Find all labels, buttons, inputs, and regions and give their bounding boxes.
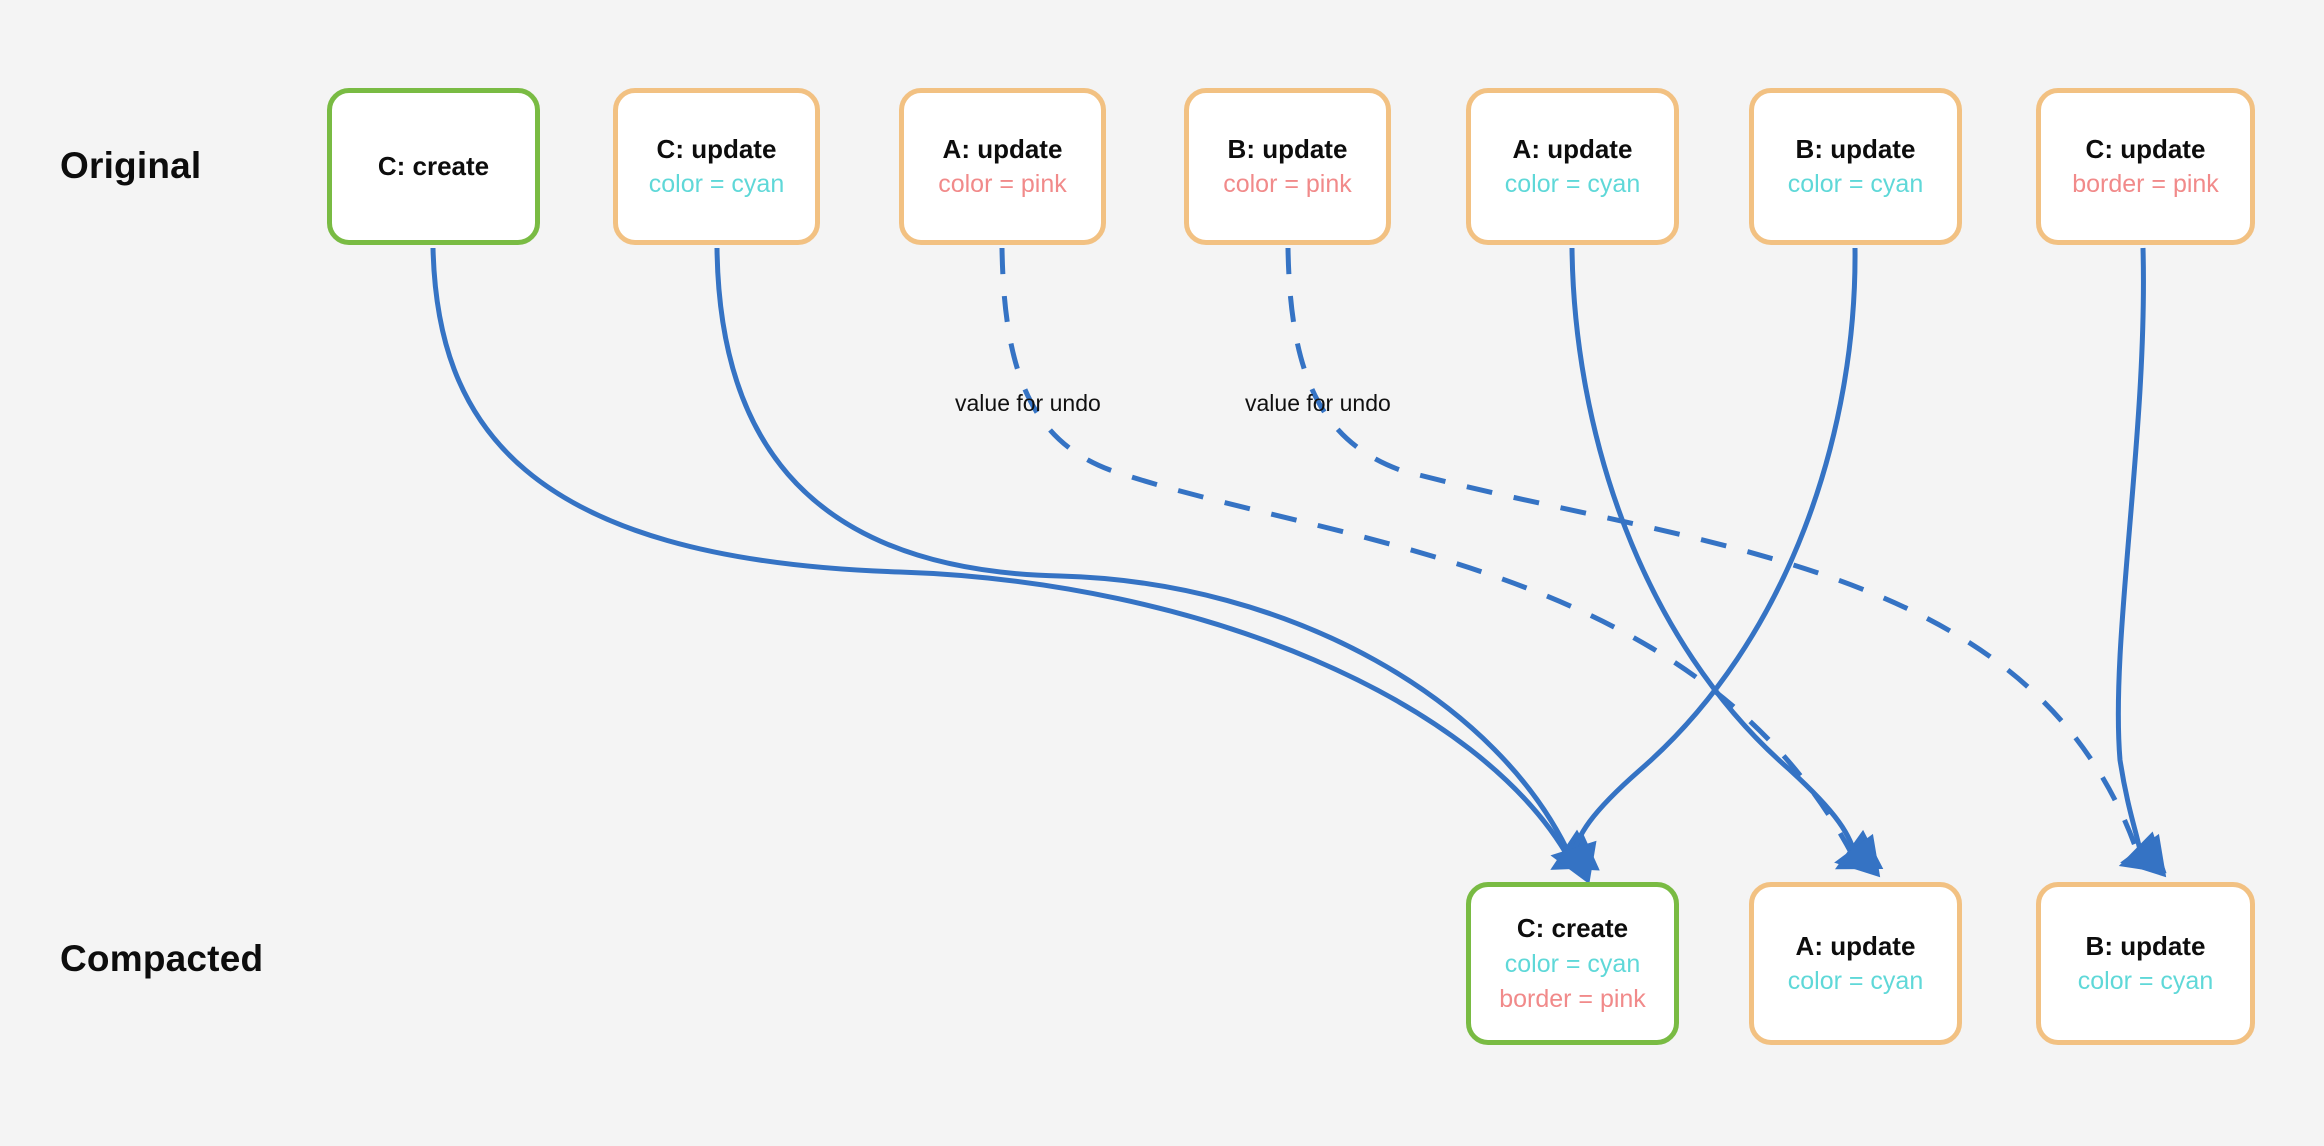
node-attribute-cyan: color = cyan bbox=[1504, 170, 1641, 199]
node-attribute-cyan: color = cyan bbox=[2077, 967, 2214, 996]
node-title: B: update bbox=[2085, 930, 2206, 961]
edge-label-value-for-undo: value for undo bbox=[1245, 390, 1391, 416]
edge-o1-to-c1 bbox=[430, 247, 1599, 870]
node-title: C: update bbox=[2085, 133, 2206, 164]
node-title: A: update bbox=[1512, 133, 1633, 164]
compacted-node-c2[interactable]: A: update color = cyan bbox=[1749, 882, 1962, 1045]
edge-o7-to-c3 bbox=[2115, 247, 2167, 878]
node-title: C: update bbox=[656, 133, 777, 164]
edge-o5-to-c2 bbox=[1569, 247, 1881, 878]
node-attribute-cyan: color = cyan bbox=[1787, 967, 1924, 996]
compacted-node-c1[interactable]: C: create color = cyan border = pink bbox=[1466, 882, 1679, 1045]
node-attribute-cyan: color = cyan bbox=[648, 170, 785, 199]
node-attribute-cyan: color = cyan bbox=[1787, 170, 1924, 199]
original-node-o3[interactable]: A: update color = pink bbox=[899, 88, 1106, 245]
node-title: A: update bbox=[1795, 930, 1916, 961]
original-node-o2[interactable]: C: update color = cyan bbox=[613, 88, 820, 245]
original-node-o1[interactable]: C: create bbox=[327, 88, 540, 245]
node-attribute-pink: color = pink bbox=[938, 170, 1067, 199]
original-node-o4[interactable]: B: update color = pink bbox=[1184, 88, 1391, 245]
original-node-o6[interactable]: B: update color = cyan bbox=[1749, 88, 1962, 245]
node-title: B: update bbox=[1795, 133, 1916, 164]
row-label-original: Original bbox=[60, 145, 202, 186]
edge-o4-to-c3 bbox=[1285, 247, 2167, 874]
compacted-node-c3[interactable]: B: update color = cyan bbox=[2036, 882, 2255, 1045]
row-label-compacted: Compacted bbox=[60, 938, 264, 979]
edge-label-value-for-undo: value for undo bbox=[955, 390, 1101, 416]
edge-o6-to-c1 bbox=[1550, 247, 1858, 885]
node-attribute-pink: color = pink bbox=[1223, 170, 1352, 199]
node-attribute-pink: border = pink bbox=[2072, 170, 2219, 199]
edge-o2-to-c1 bbox=[714, 247, 1600, 871]
node-attribute-cyan: color = cyan bbox=[1504, 949, 1641, 978]
original-node-o7[interactable]: C: update border = pink bbox=[2036, 88, 2255, 245]
node-title: B: update bbox=[1227, 133, 1348, 164]
edge-o3-to-c2 bbox=[999, 247, 1884, 870]
node-attribute-pink: border = pink bbox=[1499, 984, 1646, 1013]
node-title: A: update bbox=[942, 133, 1063, 164]
node-title: C: create bbox=[1516, 913, 1629, 944]
original-node-o5[interactable]: A: update color = cyan bbox=[1466, 88, 1679, 245]
node-title: C: create bbox=[377, 151, 490, 182]
